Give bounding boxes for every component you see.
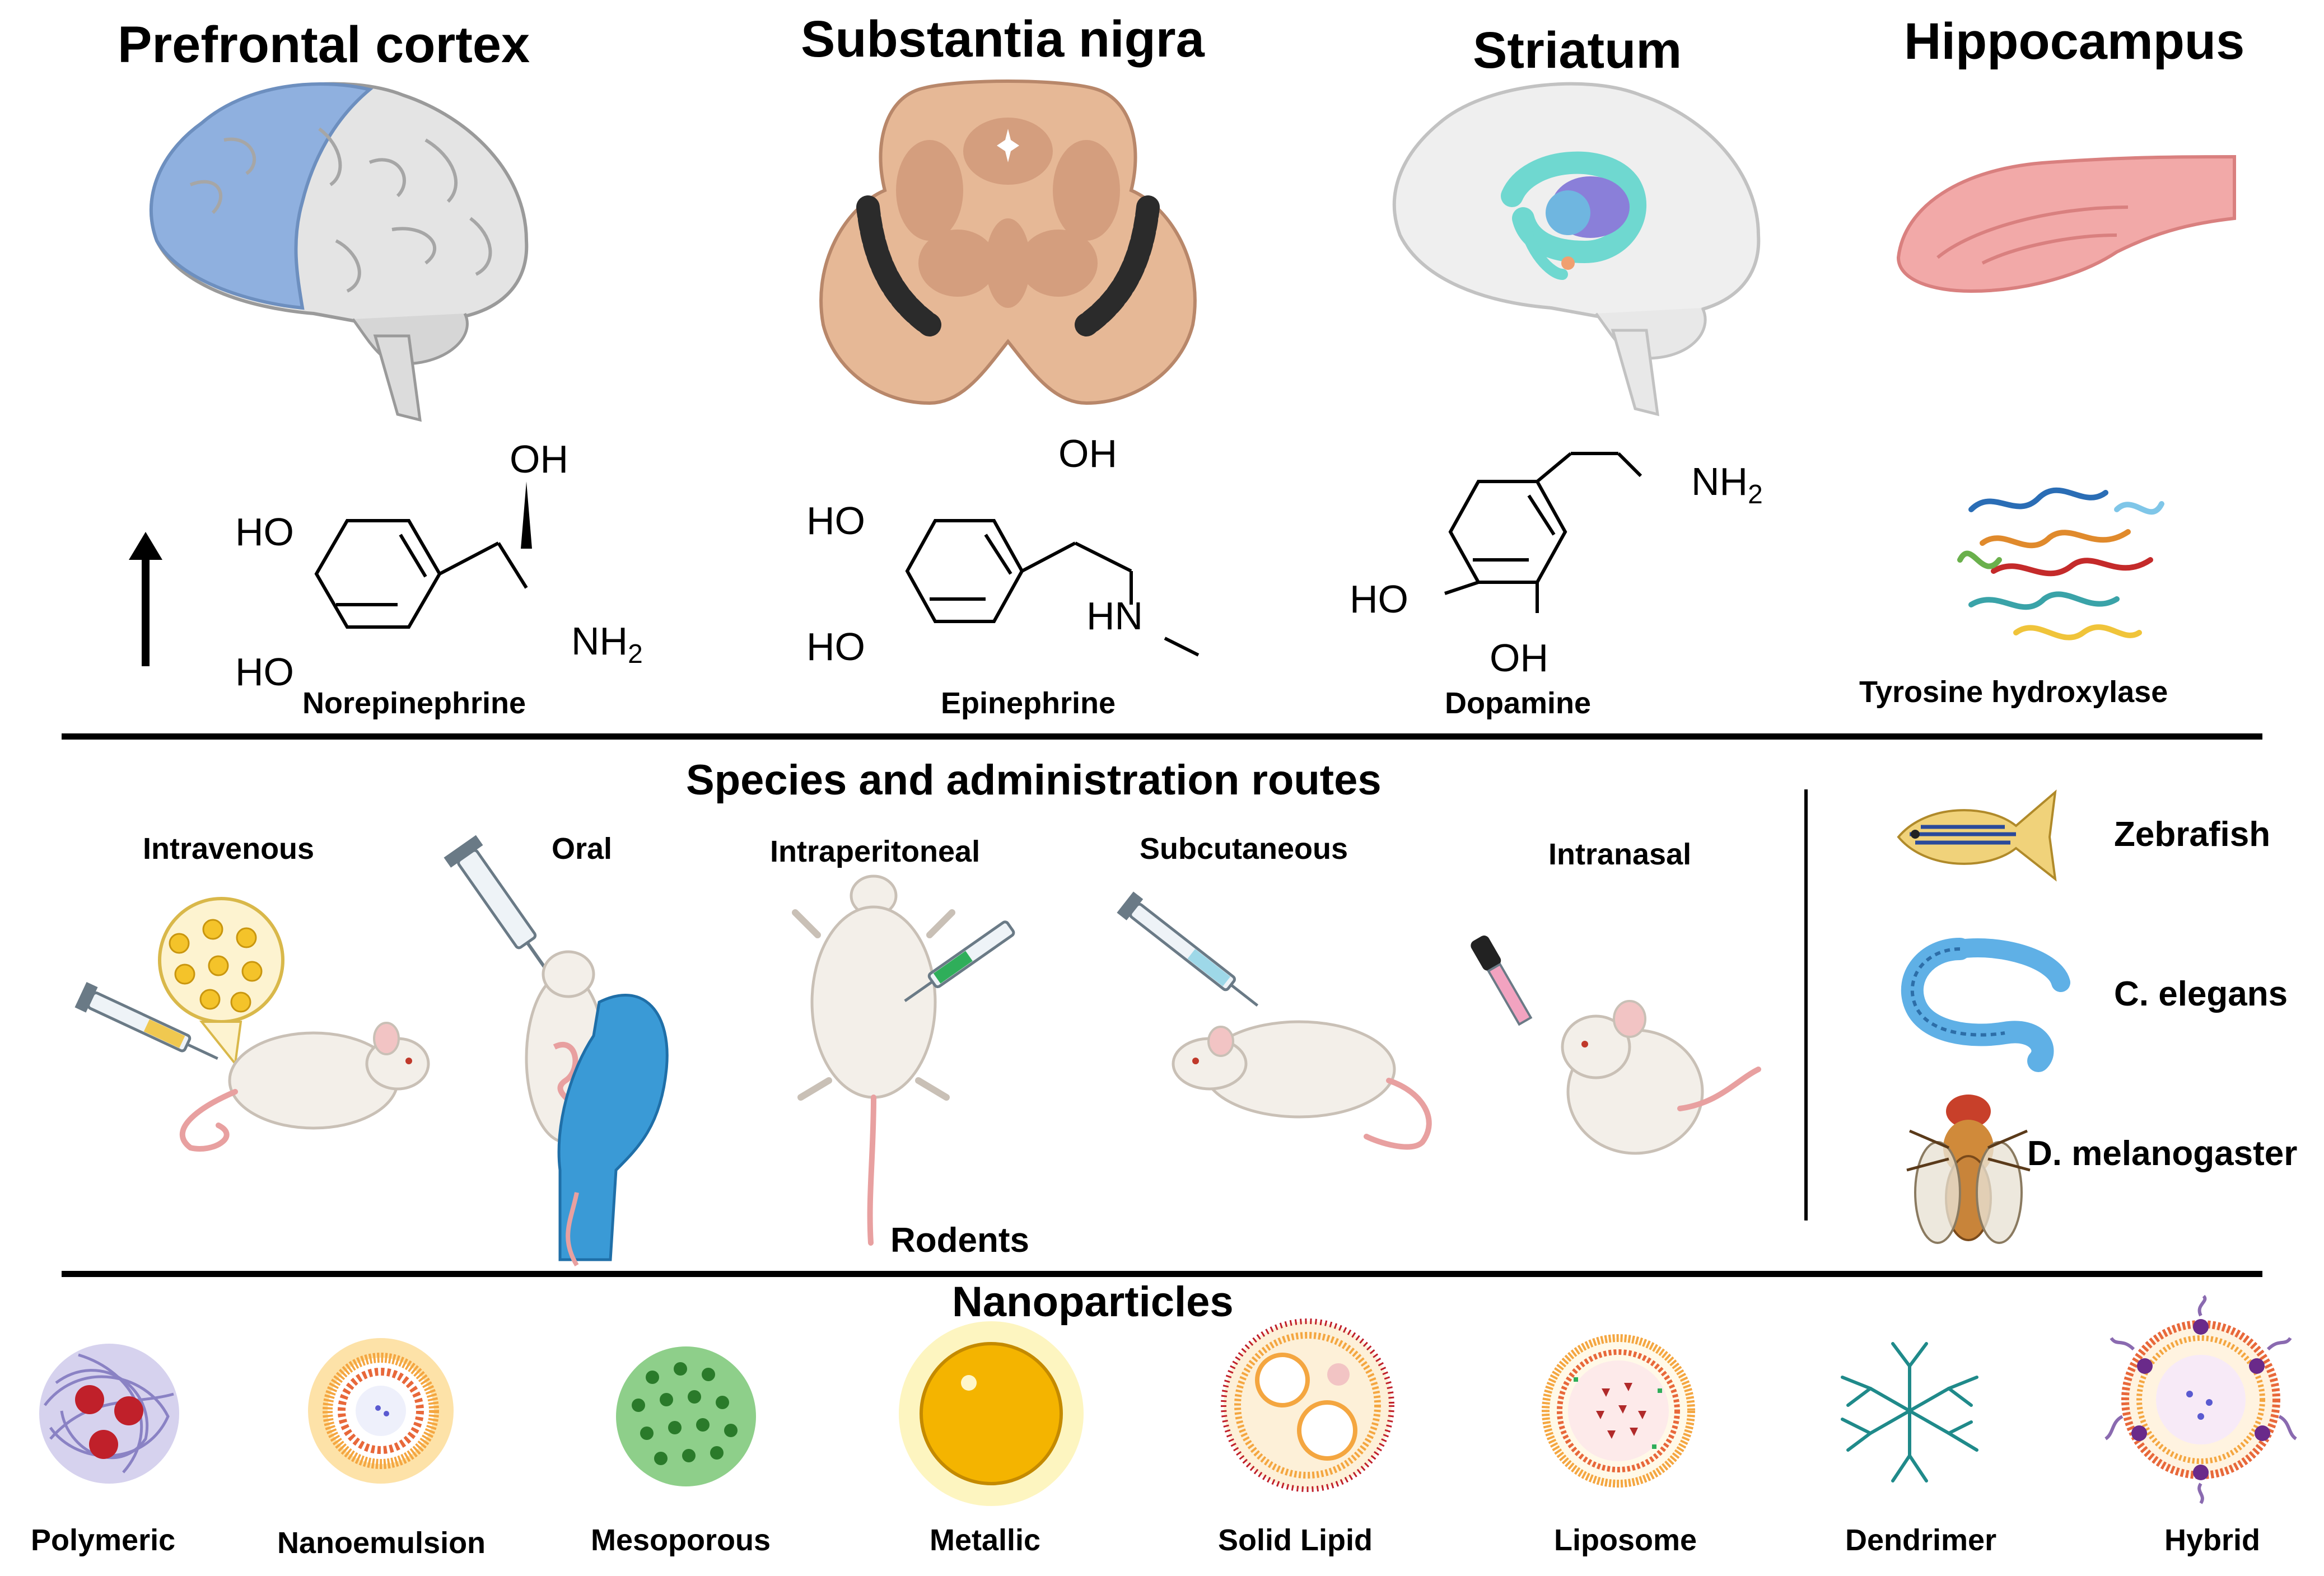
- nanoemulsion-nanoparticle-icon: [308, 1338, 454, 1484]
- zebrafish-icon: [1897, 789, 2057, 882]
- d-melanogaster-label: D. melanogaster: [2027, 1134, 2298, 1173]
- epinephrine-structure: [905, 519, 1200, 657]
- route-intranasal-label: Intranasal: [1548, 838, 1692, 871]
- epinephrine-hn-label: HN: [1086, 594, 1144, 638]
- nanoparticles-title: Nanoparticles: [952, 1278, 1234, 1326]
- intraperitoneal-mouse-illustration: [792, 874, 1015, 1246]
- solid-lipid-label: Solid Lipid: [1218, 1523, 1373, 1557]
- increase-arrow-icon: [129, 532, 162, 666]
- rodents-label: Rodents: [890, 1221, 1029, 1260]
- section-divider-bottom: [62, 1271, 2262, 1277]
- c-elegans-icon: [1901, 938, 2070, 1072]
- route-intraperitoneal-label: Intraperitoneal: [770, 835, 981, 868]
- hybrid-label: Hybrid: [2164, 1523, 2261, 1557]
- oral-gavage-illustration: [444, 835, 669, 1267]
- polymeric-nanoparticle-icon: [39, 1344, 179, 1484]
- norepinephrine-structure: [314, 519, 528, 629]
- dopamine-nh2-label: NH2: [1691, 460, 1763, 509]
- substantia-nigra-illustration: [819, 79, 1197, 405]
- norepinephrine-oh-label: OH: [510, 437, 568, 481]
- species-vertical-divider: [1804, 789, 1808, 1220]
- epinephrine-label: Epinephrine: [941, 686, 1116, 720]
- mesoporous-nanoparticle-icon: [616, 1346, 756, 1486]
- hippocampus-title: Hippocampus: [1904, 13, 2245, 70]
- norepinephrine-wedge: [521, 481, 532, 549]
- norepinephrine-ho-bottom: HO: [235, 650, 294, 694]
- hippocampus-illustration: [1896, 155, 2236, 293]
- subcutaneous-mouse-illustration: [1117, 891, 1432, 1150]
- nanoemulsion-label: Nanoemulsion: [277, 1526, 486, 1560]
- polymeric-label: Polymeric: [31, 1523, 176, 1557]
- c-elegans-label: C. elegans: [2114, 975, 2288, 1013]
- dendrimer-nanoparticle-icon: [1841, 1342, 1978, 1483]
- species-section-title: Species and administration routes: [686, 756, 1382, 804]
- dopamine-oh-label: OH: [1490, 636, 1548, 680]
- route-oral-label: Oral: [552, 832, 613, 866]
- hybrid-nanoparticle-icon: [2104, 1294, 2297, 1504]
- tyrosine-hydroxylase-protein: [1957, 487, 2164, 640]
- norepinephrine-label: Norepinephrine: [302, 686, 526, 720]
- route-subcutaneous-label: Subcutaneous: [1140, 832, 1348, 866]
- intranasal-mouse-illustration: [1471, 936, 1761, 1155]
- dopamine-structure: [1444, 452, 1642, 613]
- substantia-nigra-title: Substantia nigra: [801, 11, 1205, 68]
- striatum-brain-illustration: [1392, 82, 1761, 417]
- striatum-title: Striatum: [1473, 22, 1682, 79]
- solid-lipid-nanoparticle-icon: [1221, 1318, 1394, 1492]
- tyrosine-hydroxylase-label: Tyrosine hydroxylase: [1859, 675, 2168, 709]
- dopamine-label: Dopamine: [1445, 686, 1592, 720]
- mesoporous-label: Mesoporous: [591, 1523, 771, 1557]
- zebrafish-label: Zebrafish: [2114, 815, 2271, 854]
- liposome-label: Liposome: [1554, 1523, 1697, 1557]
- route-intravenous-label: Intravenous: [143, 832, 315, 866]
- prefrontal-brain-illustration: [149, 82, 529, 422]
- epinephrine-oh-label: OH: [1058, 432, 1117, 475]
- intravenous-mouse-illustration: [74, 897, 430, 1152]
- metallic-nanoparticle-icon: [899, 1321, 1084, 1506]
- prefrontal-cortex-title: Prefrontal cortex: [118, 16, 530, 73]
- epinephrine-ho-top: HO: [806, 499, 865, 543]
- metallic-label: Metallic: [930, 1523, 1041, 1557]
- norepinephrine-ho-top: HO: [235, 510, 294, 554]
- epinephrine-ho-bottom: HO: [806, 625, 865, 668]
- liposome-nanoparticle-icon: [1542, 1334, 1695, 1488]
- drosophila-icon: [1906, 1095, 2031, 1244]
- section-divider-top: [62, 733, 2262, 740]
- dopamine-ho-label: HO: [1350, 577, 1408, 621]
- dendrimer-label: Dendrimer: [1845, 1523, 1997, 1557]
- norepinephrine-nh2-label: NH2: [571, 619, 643, 669]
